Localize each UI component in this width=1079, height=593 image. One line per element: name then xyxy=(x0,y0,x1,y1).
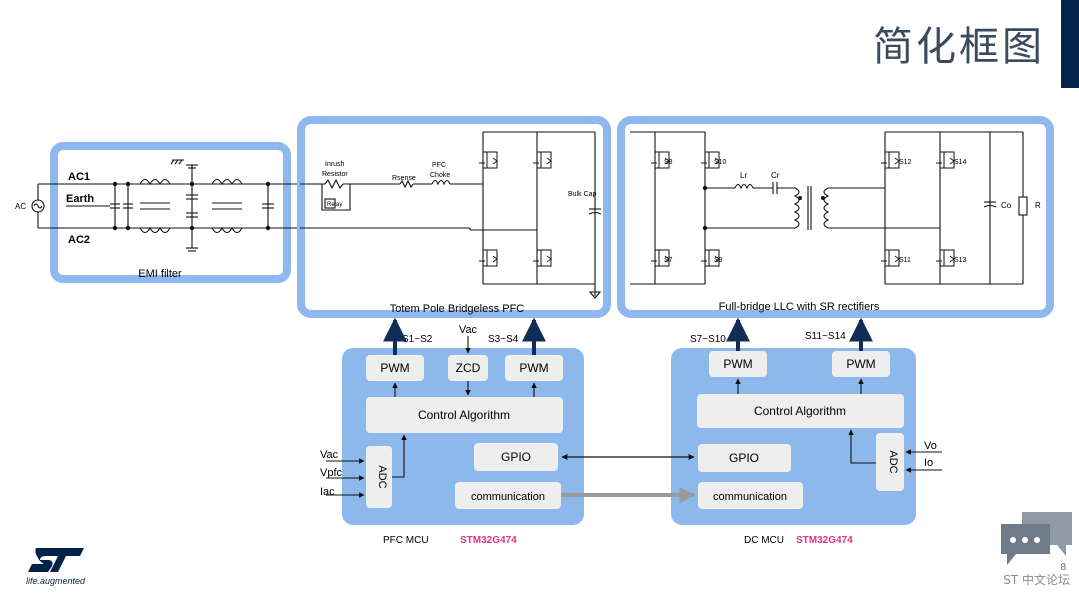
inrush-label-1: Inrush xyxy=(325,161,345,168)
pfc-iac-input-label: Iac xyxy=(320,486,335,498)
pfc-control-label: Control Algorithm xyxy=(418,408,510,422)
switch-s9-label: S9 xyxy=(714,257,723,264)
llc-frame xyxy=(617,116,1054,318)
logo-tagline: life.augmented xyxy=(26,576,86,586)
co-label: Co xyxy=(1001,201,1012,210)
pfc-pwm-left-block xyxy=(366,355,424,381)
pfc-comm-block xyxy=(455,482,561,509)
r-label: R xyxy=(1035,201,1041,210)
pfc-vpfc-input-label: Vpfc xyxy=(320,467,343,479)
relay-label: Relay xyxy=(327,202,342,208)
pfc-stage-label: Totem Pole Bridgeless PFC xyxy=(390,303,525,315)
switch-s13-label: S13 xyxy=(954,257,967,264)
forum-label[interactable]: ST 中文论坛 xyxy=(1003,573,1070,587)
pfc-adc-block xyxy=(366,446,392,508)
lr-label: Lr xyxy=(740,171,747,180)
pfc-pwm-right-label: PWM xyxy=(519,361,548,375)
llc-circuit xyxy=(630,131,1028,285)
dc-out-right-label: S11~S14 xyxy=(805,331,846,342)
switch-s10-label: S10 xyxy=(714,159,727,166)
pfc-zcd-block xyxy=(448,355,488,381)
choke-label-2: Choke xyxy=(430,172,450,179)
dc-gpio-block xyxy=(698,444,791,472)
title-accent-bar xyxy=(1061,0,1079,88)
pfc-circuit xyxy=(300,131,602,299)
pfc-mcu-block xyxy=(342,348,584,525)
dc-comm-label: communication xyxy=(713,491,787,503)
forum-chat-icon xyxy=(1001,512,1072,565)
inrush-label-2: Resistor xyxy=(322,171,348,178)
dc-control-block xyxy=(697,394,904,428)
st-logo xyxy=(28,548,84,572)
dc-pwm-right-block xyxy=(832,351,890,377)
dc-pwm-left-label: PWM xyxy=(723,357,752,371)
pfc-vac-input-label: Vac xyxy=(320,449,339,461)
pfc-control-block xyxy=(366,397,563,433)
dc-comm-block xyxy=(698,482,803,509)
pfc-zcd-label: ZCD xyxy=(456,361,481,375)
pfc-mcu-name: PFC MCU xyxy=(383,535,429,546)
dc-adc-label: ADC xyxy=(887,450,899,473)
rsense-label: Rsense xyxy=(392,175,416,182)
dc-control-label: Control Algorithm xyxy=(754,404,846,418)
switch-s12-label: S12 xyxy=(899,159,912,166)
dc-adc-block xyxy=(876,433,904,491)
choke-label-1: PFC xyxy=(432,162,446,169)
dc-io-input-label: Io xyxy=(924,457,933,469)
ac-source-label: AC xyxy=(15,202,26,211)
pfc-adc-label: ADC xyxy=(376,465,388,488)
pfc-vac-zcd-label: Vac xyxy=(459,324,478,336)
dc-out-left-label: S7~S10 xyxy=(690,334,726,345)
pfc-comm-label: communication xyxy=(471,491,545,503)
pfc-mcu-internal-arrows xyxy=(326,336,537,498)
switch-s7-label: S7 xyxy=(664,257,673,264)
cr-label: Cr xyxy=(771,171,780,180)
pfc-gpio-block xyxy=(474,443,558,471)
ac2-label: AC2 xyxy=(68,234,90,246)
emi-label: EMI filter xyxy=(138,268,182,280)
bulk-cap-label: Bulk Cap xyxy=(568,191,597,198)
emi-frame xyxy=(50,142,291,283)
pfc-out-left-label: S1~S2 xyxy=(402,334,433,345)
pfc-pwm-right-block xyxy=(505,355,563,381)
dc-vo-input-label: Vo xyxy=(924,440,937,452)
dc-mcu-chip: STM32G474 xyxy=(796,535,853,546)
dc-mcu-internal-arrows xyxy=(735,378,942,473)
page-number: 8 xyxy=(1060,562,1066,573)
switch-s14-label: S14 xyxy=(954,159,967,166)
dc-mcu-name: DC MCU xyxy=(744,535,784,546)
pwm-drive-arrows xyxy=(383,317,873,355)
pfc-frame xyxy=(297,116,611,318)
dc-pwm-left-block xyxy=(709,351,767,377)
dc-mcu-block xyxy=(671,348,916,525)
dc-pwm-right-label: PWM xyxy=(846,357,875,371)
dc-gpio-label: GPIO xyxy=(729,451,759,465)
pfc-mcu-chip: STM32G474 xyxy=(460,535,517,546)
switch-s11-label: S11 xyxy=(899,257,911,264)
earth-label: Earth xyxy=(66,193,94,205)
ac1-label: AC1 xyxy=(68,171,90,183)
switch-s8-label: S8 xyxy=(664,159,673,166)
pfc-pwm-left-label: PWM xyxy=(380,361,409,375)
llc-stage-label: Full-bridge LLC with SR rectifiers xyxy=(719,301,880,313)
emi-circuit xyxy=(31,159,300,252)
pfc-gpio-label: GPIO xyxy=(501,450,531,464)
slide-title: 简化框图 xyxy=(873,24,1045,70)
pfc-out-right-label: S3~S4 xyxy=(488,334,519,345)
